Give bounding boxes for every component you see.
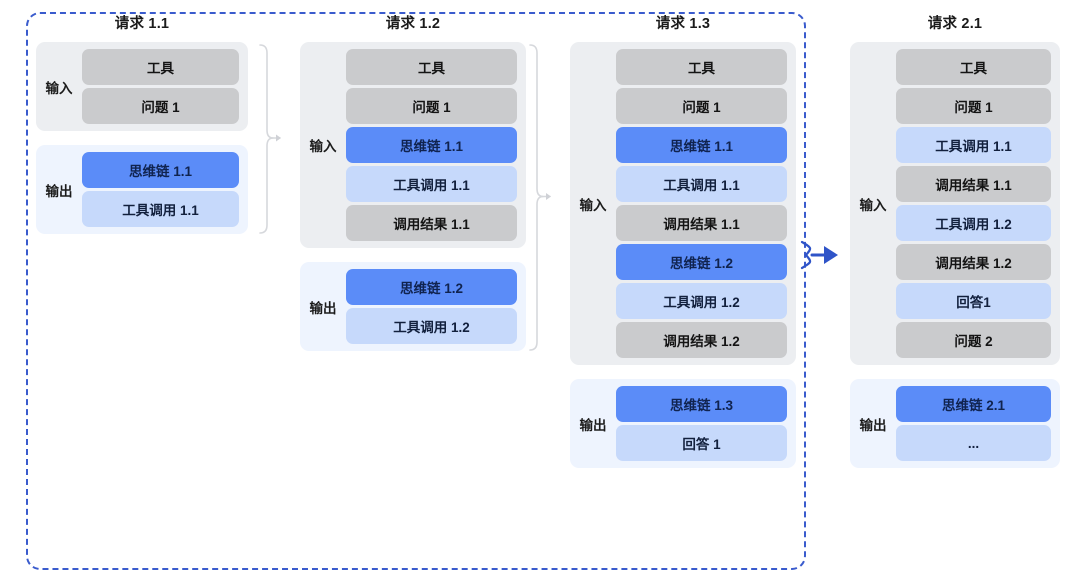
chip-input-1-2: 问题 1 [82,88,239,124]
chip-output-2-1: 思维链 1.2 [346,269,517,305]
chip-output-4-1: 思维链 2.1 [896,386,1051,422]
output-label-2: 输出 [309,300,337,316]
column-title-2: 请求 1.2 [385,16,441,32]
output-label-1: 输出 [45,183,73,199]
chip-input-2-1: 工具 [346,49,517,85]
connector-brace-arrow-2-to-3 [528,42,554,355]
chip-input-4-6: 调用结果 1.2 [896,244,1051,280]
output-label-4: 输出 [859,417,887,433]
chip-input-2-5: 调用结果 1.1 [346,205,517,241]
chip-input-4-3: 工具调用 1.1 [896,127,1051,163]
chip-input-4-7: 回答1 [896,283,1051,319]
chip-input-2-3: 思维链 1.1 [346,127,517,163]
chip-input-3-1: 工具 [616,49,787,85]
arrow-right-icon [800,240,838,270]
chip-input-3-5: 调用结果 1.1 [616,205,787,241]
brace-shape [259,44,281,234]
chip-output-1-1: 思维链 1.1 [82,152,239,188]
chip-output-4-2: ... [896,425,1051,461]
output-chip-list-4: 思维链 2.1... [896,379,1060,468]
input-label-1: 输入 [45,80,73,96]
connector-blue-arrow-3-to-4 [800,240,842,275]
chip-input-3-3: 思维链 1.1 [616,127,787,163]
chip-input-3-7: 工具调用 1.2 [616,283,787,319]
chip-input-1-1: 工具 [82,49,239,85]
chip-input-4-1: 工具 [896,49,1051,85]
chip-input-4-5: 工具调用 1.2 [896,205,1051,241]
input-label-4: 输入 [859,197,887,213]
chip-input-3-2: 问题 1 [616,88,787,124]
chip-output-3-1: 思维链 1.3 [616,386,787,422]
chip-input-2-2: 问题 1 [346,88,517,124]
chip-input-3-6: 思维链 1.2 [616,244,787,280]
chip-input-3-8: 调用结果 1.2 [616,322,787,358]
chip-output-3-2: 回答 1 [616,425,787,461]
chip-output-2-2: 工具调用 1.2 [346,308,517,344]
chip-input-3-4: 工具调用 1.1 [616,166,787,202]
chip-input-4-2: 问题 1 [896,88,1051,124]
chip-input-4-4: 调用结果 1.1 [896,166,1051,202]
input-group-1: 输入 工具问题 1 [36,42,248,131]
column-title-4: 请求 2.1 [927,16,983,32]
chip-input-2-4: 工具调用 1.1 [346,166,517,202]
brace-shape [529,44,551,351]
connector-brace-arrow-1-to-2 [258,42,284,238]
output-label-3: 输出 [579,417,607,433]
input-label-3: 输入 [579,197,607,213]
chip-input-4-8: 问题 2 [896,322,1051,358]
chip-output-1-2: 工具调用 1.1 [82,191,239,227]
column-title-1: 请求 1.1 [114,16,170,32]
column-title-3: 请求 1.3 [655,16,711,32]
input-chip-list-1: 工具问题 1 [82,42,248,131]
input-label-2: 输入 [309,139,337,154]
output-group-4: 输出 思维链 2.1... [850,379,1060,468]
